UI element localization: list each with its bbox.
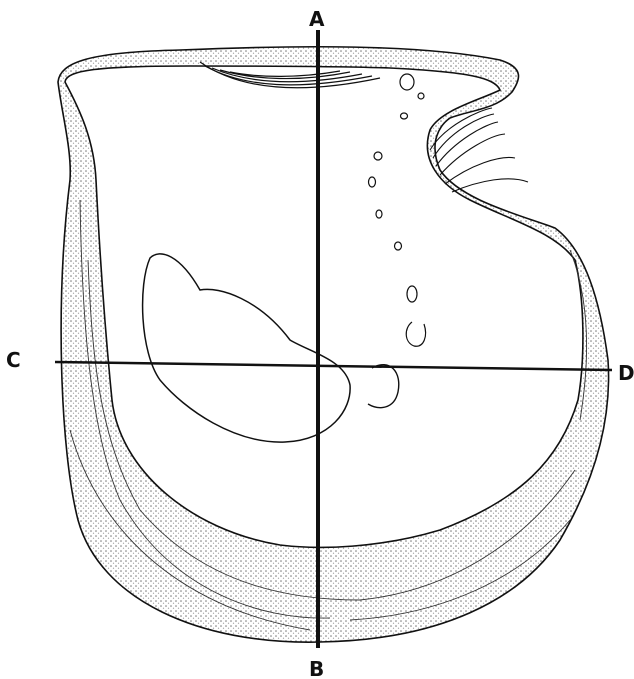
label-d: D — [618, 361, 634, 385]
label-c: C — [6, 348, 21, 372]
label-b: B — [309, 657, 324, 679]
label-a: A — [309, 7, 325, 31]
hook-mark — [368, 365, 399, 408]
pits — [369, 74, 426, 346]
shell-margin — [58, 47, 609, 642]
